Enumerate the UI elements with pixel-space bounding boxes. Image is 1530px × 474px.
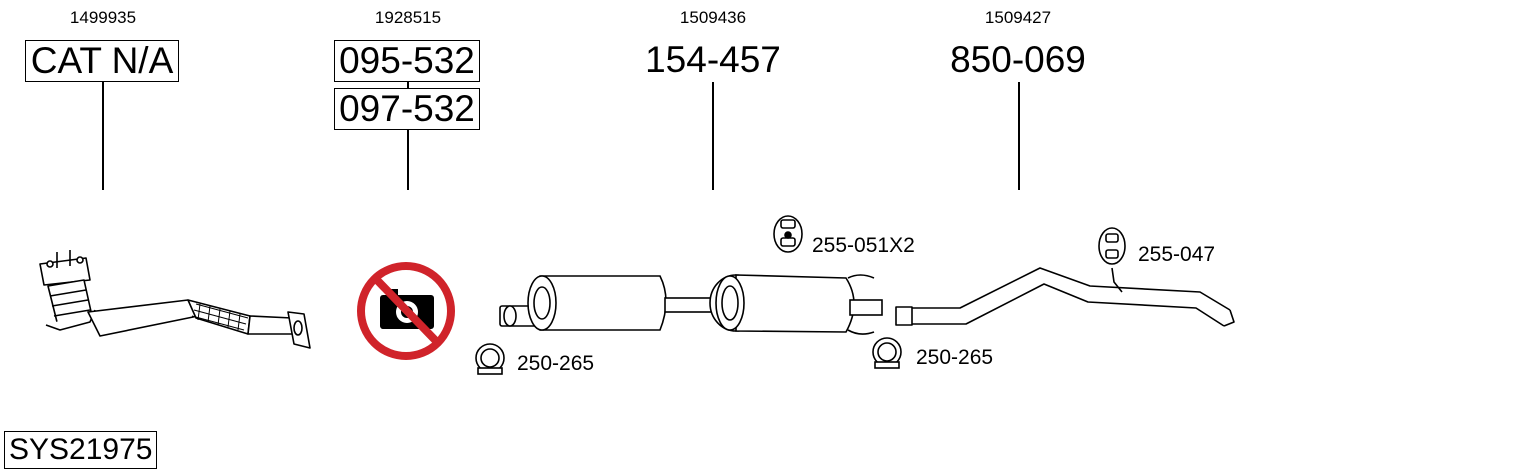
tail-pipe-drawing[interactable] (895, 267, 1235, 327)
part-label-silencer[interactable]: 154-457 (645, 39, 781, 80)
fitting-label-hanger-right[interactable]: 255-047 (1138, 243, 1216, 266)
clamp-icon (872, 337, 902, 369)
ref-number-2: 1928515 (374, 8, 442, 27)
fitting-label-clamp-right[interactable]: 250-265 (916, 346, 994, 369)
rubber-hanger-icon (773, 215, 803, 253)
leader-line-2 (407, 130, 409, 190)
leader-line-3 (712, 82, 714, 190)
no-camera-icon (357, 262, 455, 360)
system-code-label: SYS21975 (4, 431, 158, 469)
connector-line-2 (407, 82, 409, 88)
ref-number-1: 1499935 (69, 8, 137, 27)
catalyst-drawing[interactable] (39, 250, 311, 349)
leader-line-4 (1018, 82, 1020, 190)
part-label-front-pipe-b[interactable]: 097-532 (334, 88, 480, 130)
fitting-label-hanger-top[interactable]: 255-051X2 (812, 234, 915, 257)
leader-line-1 (102, 82, 104, 190)
clamp-icon (475, 343, 505, 375)
silencer-drawing[interactable] (499, 274, 883, 335)
part-label-front-pipe-a[interactable]: 095-532 (334, 40, 480, 82)
ref-number-3: 1509436 (679, 8, 747, 27)
rubber-hanger-icon (1098, 227, 1126, 265)
fitting-label-clamp-left[interactable]: 250-265 (517, 352, 595, 375)
part-label-tail-pipe[interactable]: 850-069 (950, 39, 1086, 80)
part-label-catalyst[interactable]: CAT N/A (25, 40, 179, 82)
ref-number-4: 1509427 (984, 8, 1052, 27)
